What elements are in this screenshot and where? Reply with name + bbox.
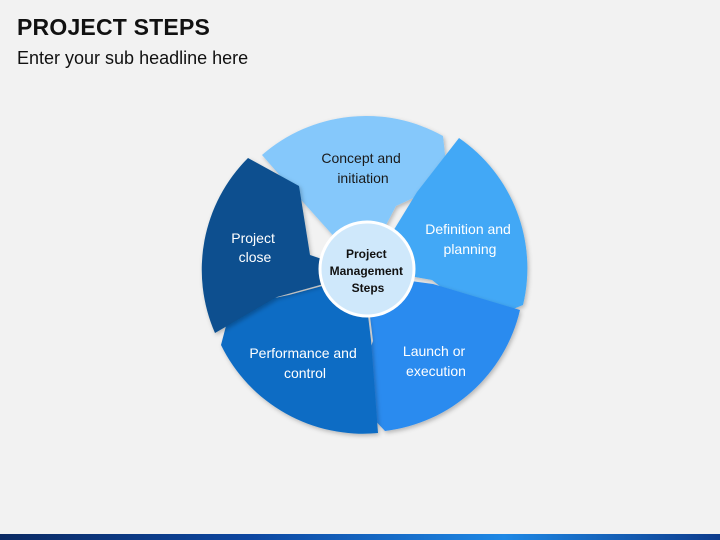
footer-accent-bar <box>0 534 720 540</box>
step-performance-control-segment <box>221 275 378 434</box>
step-launch-execution-segment <box>353 275 520 431</box>
center-hub <box>318 220 416 318</box>
step-label-definition-planning: Definition and planning <box>425 221 515 257</box>
step-concept-initiation-segment <box>262 115 448 270</box>
center-hub-label: Project Management Steps <box>330 247 407 295</box>
step-label-launch-execution: Launch or execution <box>403 343 469 379</box>
step-label-performance-control: Performance and control <box>249 345 360 381</box>
step-project-close-segment <box>201 158 363 333</box>
page-title: PROJECT STEPS <box>17 14 211 40</box>
page-subtitle: Enter your sub headline here <box>17 48 249 68</box>
step-label-concept-initiation: Concept and initiation <box>321 150 404 186</box>
step-label-project-close: Project close <box>231 230 278 265</box>
cycle-labels: Concept and initiation Definition and pl… <box>231 150 515 381</box>
